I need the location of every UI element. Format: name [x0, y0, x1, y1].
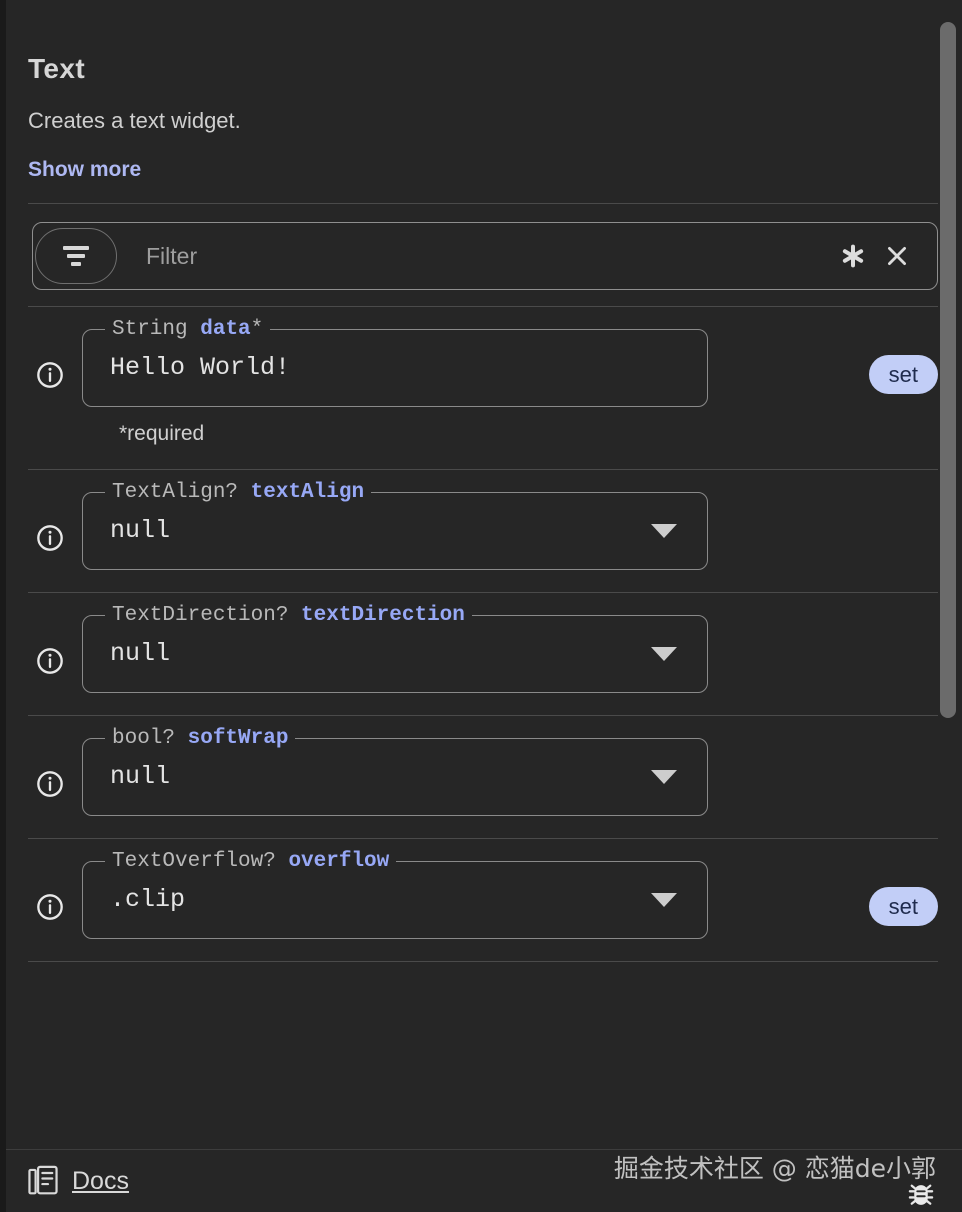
- set-button[interactable]: set: [868, 355, 938, 394]
- field-name: textAlign: [250, 481, 365, 504]
- row-spacer: [28, 693, 938, 715]
- scrollbar-thumb[interactable]: [940, 22, 956, 718]
- divider-header: [28, 203, 938, 204]
- docs-label: Docs: [72, 1167, 129, 1195]
- field-name: overflow: [288, 850, 390, 873]
- chevron-down-icon[interactable]: [651, 770, 677, 784]
- field-column: TextOverflow? overflow .clip: [82, 849, 853, 939]
- panel-description: Creates a text widget.: [28, 108, 241, 133]
- field-type: String: [112, 318, 188, 341]
- divider-row: [28, 469, 938, 470]
- chevron-down-icon[interactable]: [651, 524, 677, 538]
- bug-icon: [908, 1184, 934, 1205]
- field-type: bool?: [112, 727, 176, 750]
- field-column: TextAlign? textAlign null: [82, 480, 938, 570]
- text-input-field[interactable]: String data* Hello World!: [82, 317, 708, 407]
- field-value[interactable]: .clip: [110, 885, 186, 914]
- field-type: TextOverflow?: [112, 850, 276, 873]
- property-row: TextOverflow? overflow .clip set: [28, 839, 938, 939]
- dropdown-field[interactable]: TextDirection? textDirection null: [82, 603, 708, 693]
- info-icon-button[interactable]: [36, 647, 64, 675]
- bug-icon-button[interactable]: [906, 1179, 936, 1211]
- info-icon: [37, 894, 63, 920]
- filter-bar-wrapper: Filter: [28, 204, 938, 306]
- chevron-down-icon[interactable]: [651, 893, 677, 907]
- field-column: bool? softWrap null: [82, 726, 938, 816]
- property-row: TextDirection? textDirection null: [28, 593, 938, 693]
- property-row: TextAlign? textAlign null: [28, 470, 938, 570]
- divider-row: [28, 961, 938, 962]
- info-icon: [37, 771, 63, 797]
- field-hint: *required: [119, 422, 205, 445]
- asterisk-icon: [842, 244, 864, 268]
- row-spacer: [28, 447, 938, 469]
- row-spacer: [28, 816, 938, 838]
- row-spacer: [28, 570, 938, 592]
- divider-row: [28, 592, 938, 593]
- property-row: String data* Hello World! *required set: [28, 307, 938, 447]
- field-column: TextDirection? textDirection null: [82, 603, 938, 693]
- library-books-icon: [28, 1165, 58, 1195]
- field-value[interactable]: null: [110, 639, 171, 668]
- row-spacer: [28, 939, 938, 961]
- divider-filter: [28, 306, 938, 307]
- field-value[interactable]: null: [110, 516, 171, 545]
- filter-bar[interactable]: Filter: [32, 222, 938, 290]
- chevron-down-icon[interactable]: [651, 647, 677, 661]
- funnel-icon: [62, 246, 90, 266]
- field-legend: TextDirection? textDirection: [105, 603, 472, 629]
- page-title: Text: [28, 53, 86, 84]
- field-legend: TextAlign? textAlign: [105, 480, 372, 506]
- dropdown-field[interactable]: TextOverflow? overflow .clip: [82, 849, 708, 939]
- funnel-icon-button[interactable]: [35, 228, 117, 284]
- info-icon: [37, 362, 63, 388]
- info-icon-button[interactable]: [36, 893, 64, 921]
- field-legend: bool? softWrap: [105, 726, 296, 752]
- field-name: softWrap: [187, 727, 289, 750]
- field-name: textDirection: [301, 604, 465, 627]
- info-icon-button[interactable]: [36, 770, 64, 798]
- info-icon-button[interactable]: [36, 361, 64, 389]
- field-type: TextAlign?: [112, 481, 239, 504]
- field-value[interactable]: null: [110, 762, 171, 791]
- clear-filter-button[interactable]: [875, 234, 919, 278]
- dropdown-field[interactable]: TextAlign? textAlign null: [82, 480, 708, 570]
- asterisk-icon-button[interactable]: [831, 234, 875, 278]
- field-legend: TextOverflow? overflow: [105, 849, 397, 875]
- bottom-bar: Docs 掘金技术社区 @ 恋猫de小郭: [6, 1149, 962, 1212]
- field-required-marker: *: [250, 318, 264, 341]
- watermark-text: 掘金技术社区 @ 恋猫de小郭: [613, 1154, 936, 1183]
- info-icon-button[interactable]: [36, 524, 64, 552]
- field-legend: String data*: [105, 317, 271, 343]
- dropdown-field[interactable]: bool? softWrap null: [82, 726, 708, 816]
- info-icon: [37, 648, 63, 674]
- close-icon: [888, 247, 906, 265]
- divider-row: [28, 715, 938, 716]
- docs-link[interactable]: Docs: [28, 1165, 129, 1197]
- info-icon: [37, 525, 63, 551]
- scrollbar-track[interactable]: [940, 0, 956, 1149]
- scroll-area[interactable]: Text Creates a text widget. Show more Fi…: [6, 0, 962, 1149]
- filter-input[interactable]: Filter: [146, 243, 198, 269]
- set-button[interactable]: set: [868, 887, 938, 926]
- field-column: String data* Hello World! *required: [82, 317, 853, 447]
- show-more-link[interactable]: Show more: [28, 158, 142, 181]
- divider-row: [28, 838, 938, 839]
- field-name: data: [200, 318, 251, 341]
- field-value[interactable]: Hello World!: [110, 353, 291, 382]
- property-row: bool? softWrap null: [28, 716, 938, 816]
- field-type: TextDirection?: [112, 604, 289, 627]
